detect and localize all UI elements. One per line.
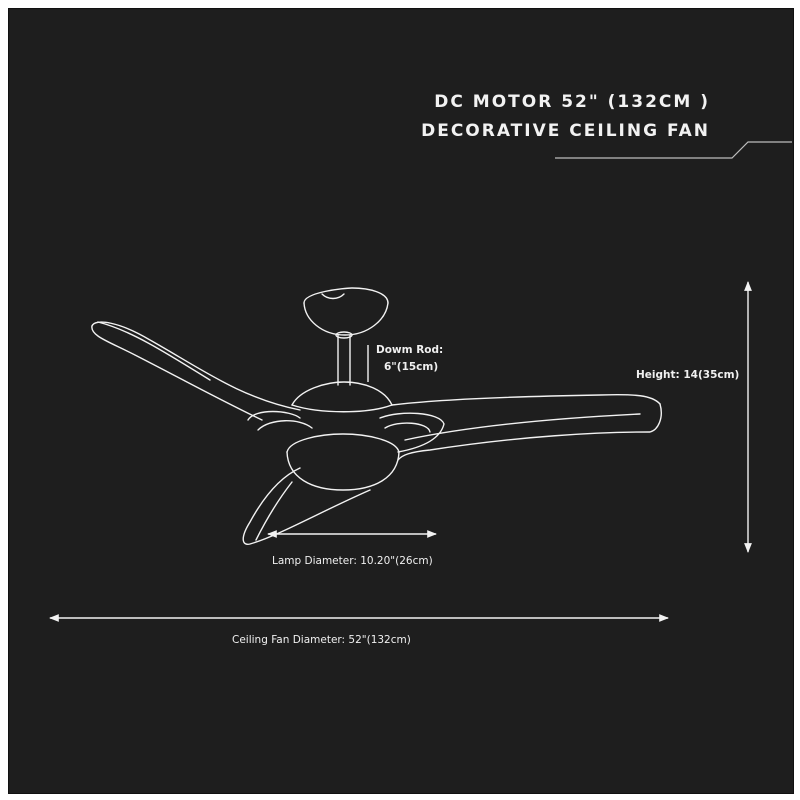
ceiling-canopy [303,287,389,336]
lamp-dome [286,433,400,491]
title-line-2: DECORATIVE CEILING FAN [421,121,710,141]
motor-housing [291,381,393,413]
bottom-blade [242,467,371,545]
right-blade [391,393,662,461]
down-rod-value: 6"(15cm) [384,361,439,373]
height-label: Height: 14(35cm) [636,369,740,381]
left-blade [91,321,301,421]
title-underline [555,141,792,159]
lamp-diameter-label: Lamp Diameter: 10.20"(26cm) [272,555,433,567]
down-rod-label: Dowm Rod: [376,344,444,356]
title-line-1: DC MOTOR 52" (132CM ) [434,92,710,112]
down-rod [335,331,353,386]
blade-holder [247,410,445,453]
diagram-panel [8,8,794,794]
fan-diameter-label: Ceiling Fan Diameter: 52"(132cm) [232,634,411,646]
